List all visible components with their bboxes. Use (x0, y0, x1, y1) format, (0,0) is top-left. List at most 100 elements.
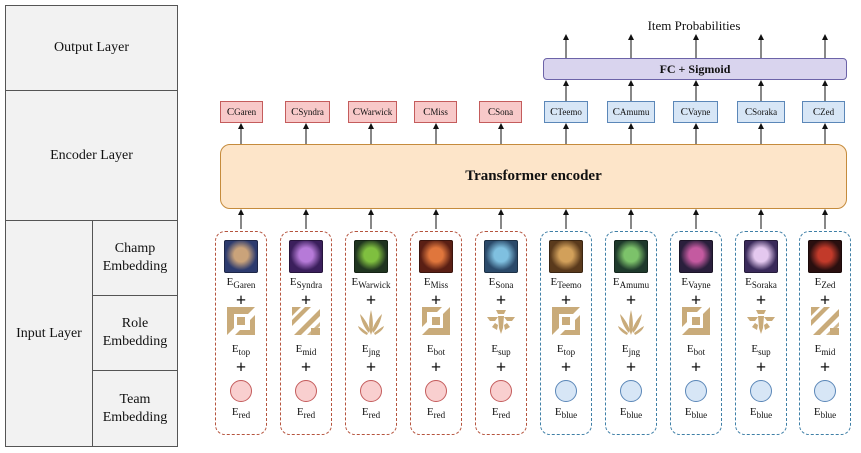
c-subscript: Sona (495, 107, 514, 117)
role-embedding-syndra-subscript: mid (302, 347, 317, 358)
role-embedding-zed-subscript: mid (821, 347, 836, 358)
c-prefix: C (352, 106, 361, 118)
support-icon (486, 306, 516, 336)
role-embedding-miss-prefix: E (426, 343, 434, 355)
token-column-soraka (735, 231, 787, 435)
syndra-portrait (289, 240, 323, 273)
champ-embedding-vayne: EVayne (666, 276, 726, 290)
plus-icon: + (365, 357, 377, 377)
team-embedding-soraka: Eblue (731, 406, 791, 420)
plus-icon: + (430, 290, 442, 310)
plus-icon: + (819, 290, 831, 310)
plus-icon: + (300, 290, 312, 310)
champ-embedding-warwick-subscript: Warwick (358, 280, 391, 291)
champ-embedding-sona-subscript: Sona (495, 280, 514, 291)
plus-icon: + (235, 357, 247, 377)
role-embedding-miss-subscript: bot (433, 347, 446, 358)
plus-icon: + (560, 357, 572, 377)
role-embedding-vayne-subscript: bot (693, 347, 706, 358)
plus-icon: + (495, 290, 507, 310)
token-column-amumu (605, 231, 657, 435)
team-circle-red (295, 380, 317, 402)
team-embedding-vayne-prefix: E (684, 406, 692, 418)
champ-embedding-teemo-prefix: E (550, 276, 558, 288)
plus-icon: + (235, 290, 247, 310)
plus-icon: + (625, 357, 637, 377)
team-embedding-syndra-prefix: E (296, 406, 304, 418)
sona-portrait (484, 240, 518, 273)
team-embedding-vayne: Eblue (666, 406, 726, 420)
role-embedding-teemo-subscript: top (563, 347, 576, 358)
team-embedding-teemo-prefix: E (554, 406, 562, 418)
role-embedding-warwick-prefix: E (361, 343, 369, 355)
champ-embedding-miss-prefix: E (423, 276, 431, 288)
team-embedding-miss: Ered (406, 406, 466, 420)
role-embedding-amumu-subscript: jng (628, 347, 641, 358)
role-embedding-sona: Esup (471, 343, 531, 357)
miss-fortune-portrait (419, 240, 453, 273)
champ-embedding-sona: ESona (471, 276, 531, 290)
token-column-warwick (345, 231, 397, 435)
plus-icon: + (690, 290, 702, 310)
token-column-garen (215, 231, 267, 435)
plus-icon: + (690, 357, 702, 377)
token-column-sona (475, 231, 527, 435)
team-embedding-soraka-prefix: E (749, 406, 757, 418)
top-lane-icon (551, 306, 581, 336)
role-embedding-label: Role Embedding (92, 295, 178, 371)
team-embedding-garen-prefix: E (231, 406, 239, 418)
output-layer-label: Output Layer (5, 5, 178, 91)
role-embedding-zed-prefix: E (814, 343, 822, 355)
champ-embedding-garen: EGaren (211, 276, 271, 290)
plus-icon: + (755, 357, 767, 377)
champ-embedding-soraka-subscript: Soraka (751, 280, 777, 291)
champ-embedding-miss-subscript: Miss (430, 280, 449, 291)
c-prefix: C (487, 106, 496, 118)
token-column-zed (799, 231, 851, 435)
champ-embedding-warwick-prefix: E (351, 276, 359, 288)
vayne-portrait (679, 240, 713, 273)
role-embedding-syndra: Emid (276, 343, 336, 357)
role-embedding-sona-prefix: E (491, 343, 499, 355)
c-subscript: Miss (430, 107, 448, 117)
plus-icon: + (300, 357, 312, 377)
encoder-layer-label: Encoder Layer (5, 90, 178, 221)
champ-embedding-zed-subscript: Zed (821, 280, 836, 291)
champ-embedding-amumu: EAmumu (601, 276, 661, 290)
team-embedding-syndra: Ered (276, 406, 336, 420)
team-embedding-amumu: Eblue (601, 406, 661, 420)
champ-embedding-syndra-subscript: Syndra (296, 280, 323, 291)
champ-embedding-miss: EMiss (406, 276, 466, 290)
bot-lane-icon (681, 306, 711, 336)
team-embedding-sona-subscript: red (498, 410, 511, 421)
champ-embedding-syndra: ESyndra (276, 276, 336, 290)
team-circle-blue (685, 380, 707, 402)
plus-icon: + (755, 290, 767, 310)
c-prefix: C (680, 106, 688, 118)
plus-icon: + (819, 357, 831, 377)
role-embedding-soraka-prefix: E (751, 343, 759, 355)
c-subscript: Warwick (360, 107, 393, 117)
top-lane-icon (226, 306, 256, 336)
role-embedding-teemo-prefix: E (556, 343, 564, 355)
c-subscript: Zed (820, 107, 835, 117)
champ-embedding-soraka-prefix: E (745, 276, 752, 288)
role-embedding-syndra-prefix: E (295, 343, 303, 355)
c-subscript: Syndra (298, 107, 324, 117)
team-embedding-miss-subscript: red (433, 410, 446, 421)
team-circle-red (425, 380, 447, 402)
role-embedding-vayne-prefix: E (686, 343, 694, 355)
champ-embedding-vayne-prefix: E (681, 276, 689, 288)
team-circle-red (490, 380, 512, 402)
role-embedding-soraka-subscript: sup (758, 347, 771, 358)
c-prefix: C (550, 106, 558, 118)
champ-embedding-zed-prefix: E (814, 276, 822, 288)
team-embedding-sona-prefix: E (491, 406, 499, 418)
